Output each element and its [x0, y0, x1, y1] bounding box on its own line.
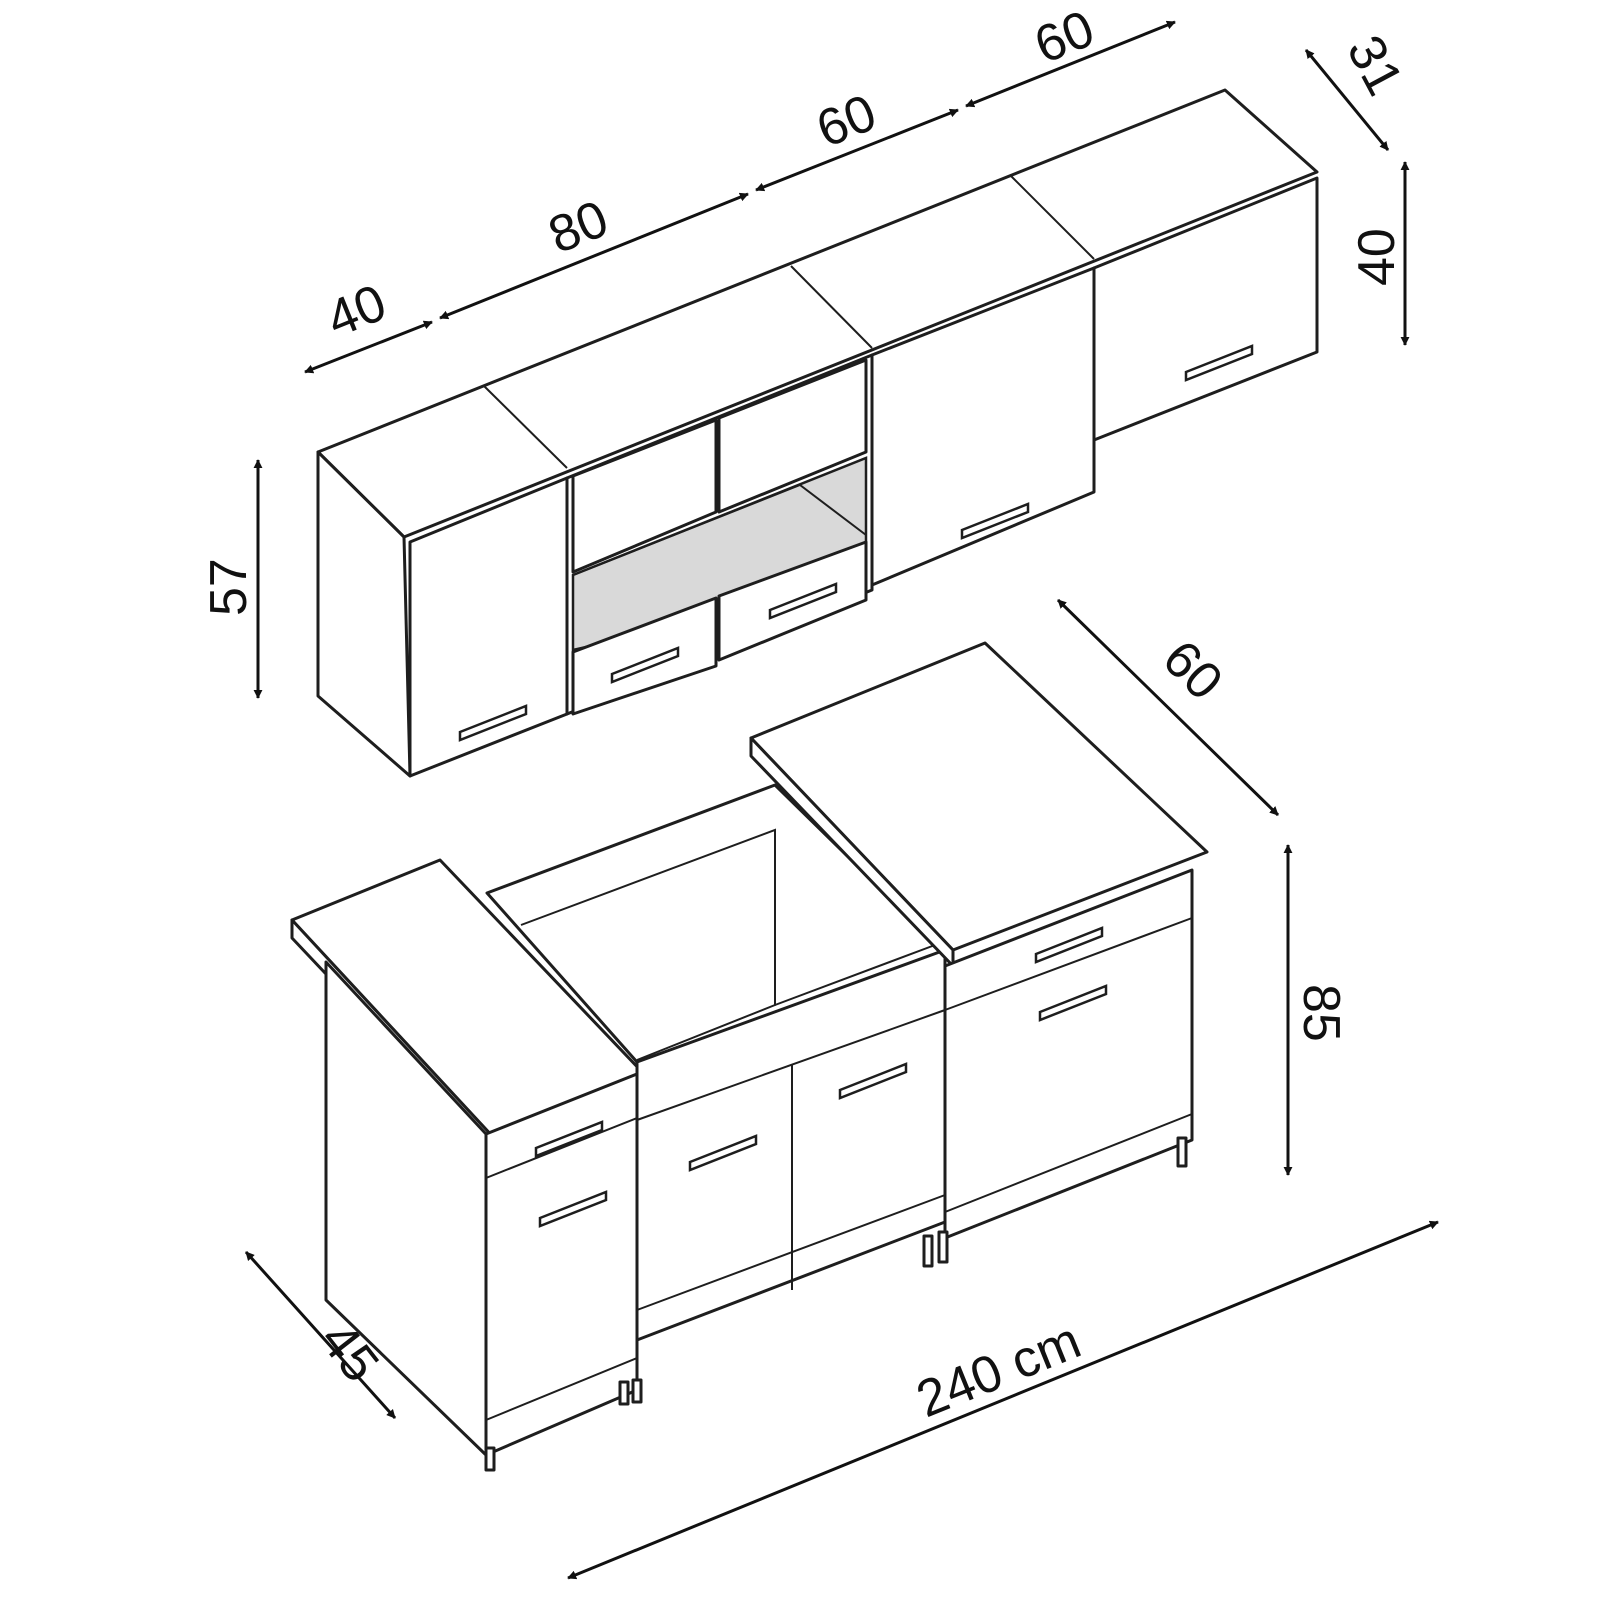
upper-middle-door-right [717, 358, 868, 514]
handle-icon [960, 502, 1030, 540]
dim-arrow-45 [244, 1250, 397, 1420]
handle-icon [610, 646, 680, 684]
upper-middle-flap-left [571, 596, 718, 716]
handle-icon [838, 1062, 908, 1100]
dim-label-60b: 60 [1027, 0, 1102, 75]
dim-label-80: 80 [541, 190, 616, 265]
dim-arrow-40 [304, 320, 433, 374]
handle-icon [1034, 926, 1104, 964]
dim-label-240: 240 cm [909, 1311, 1089, 1429]
handle-icon [1038, 984, 1108, 1022]
base-handles [534, 926, 1108, 1228]
dim-arrow-60b [965, 20, 1176, 108]
upper-cabinets [316, 88, 1319, 778]
handle-icon [688, 1134, 758, 1172]
base-right-front [943, 868, 1194, 1240]
upper-door-60a [870, 266, 1096, 587]
dim-label-60-depth: 60 [1152, 629, 1234, 711]
upper-handles [458, 344, 1254, 742]
dim-label-60a: 60 [809, 84, 884, 159]
dim-label-40-height: 40 [1348, 228, 1406, 286]
base-left-front [484, 1072, 639, 1457]
upper-middle-door-left [571, 418, 718, 574]
dim-arrow-240 [567, 1220, 1439, 1580]
upper-door-60b [1092, 176, 1319, 442]
handle-icon [538, 1190, 608, 1228]
handle-icon [768, 582, 838, 620]
dim-label-40: 40 [319, 274, 394, 349]
dim-label-85: 85 [1292, 984, 1350, 1042]
dim-arrow-31 [1304, 49, 1390, 151]
dim-arrow-80 [439, 192, 749, 320]
handle-icon [458, 704, 528, 742]
dim-arrow-60-depth [1056, 598, 1280, 817]
dim-arrow-60a [755, 108, 959, 192]
dim-label-57: 57 [200, 558, 258, 616]
base-cabinets [290, 641, 1209, 1472]
handle-icon [1184, 344, 1254, 382]
handle-icon [534, 1120, 604, 1158]
dim-label-31: 31 [1335, 26, 1413, 104]
